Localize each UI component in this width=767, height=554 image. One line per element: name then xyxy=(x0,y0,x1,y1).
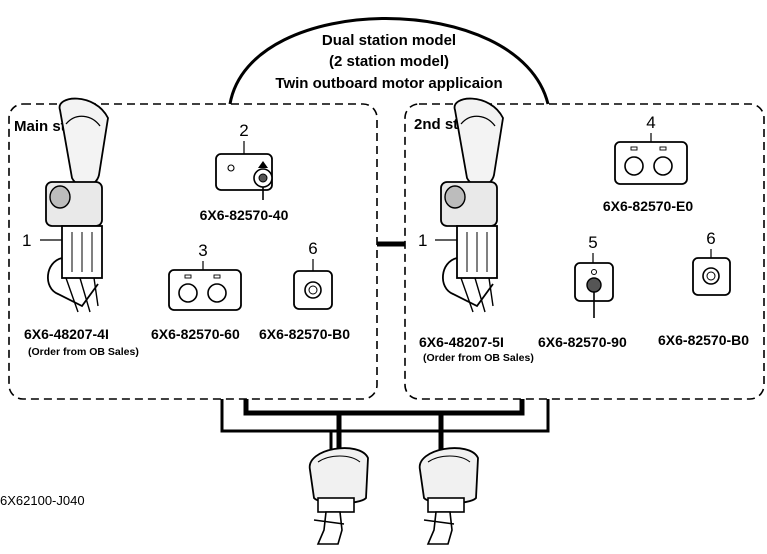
header-line-1: Dual station model xyxy=(322,32,456,49)
part-number-second-5: 6X6-82570-90 xyxy=(538,334,627,350)
outboard-motor-left-icon xyxy=(309,447,369,545)
main-switch-panel-icon xyxy=(215,153,273,200)
header-line-2: (2 station model) xyxy=(329,53,449,70)
outboard-motor-right-icon xyxy=(419,447,479,545)
header-line-3: Twin outboard motor applicaion xyxy=(275,75,502,92)
header-arch xyxy=(228,17,550,105)
part-number-second-1: 6X6-48207-5I xyxy=(419,334,504,350)
figure-code: 6X62100-J040 xyxy=(0,493,85,508)
callout-main-1: 1 xyxy=(22,231,31,250)
part-number-main-1: 6X6-48207-4I xyxy=(24,326,109,342)
outboard-cable-inner xyxy=(243,399,525,452)
part-number-second-6: 6X6-82570-B0 xyxy=(658,332,749,348)
callout-main-3: 3 xyxy=(198,241,207,260)
main-remote-control-icon xyxy=(45,97,109,313)
second-station-box xyxy=(404,103,765,400)
key-switch-panel-icon xyxy=(574,262,614,318)
callout-second-5: 5 xyxy=(588,233,597,252)
part-number-main-6: 6X6-82570-B0 xyxy=(259,326,350,342)
part-note-second-1: (Order from OB Sales) xyxy=(423,352,534,364)
single-switch-panel-icon xyxy=(293,270,333,310)
part-number-main-3: 6X6-82570-60 xyxy=(151,326,240,342)
outboard-cable-outer xyxy=(220,399,550,452)
callout-main-2: 2 xyxy=(239,121,248,140)
callout-main-6: 6 xyxy=(308,239,317,258)
callout-second-6: 6 xyxy=(706,229,715,248)
single-switch-panel-2-icon xyxy=(692,257,731,296)
dual-switch-panel-2-icon xyxy=(614,141,688,185)
dual-switch-panel-icon xyxy=(168,269,242,311)
part-number-second-4: 6X6-82570-E0 xyxy=(603,198,694,214)
callout-second-1: 1 xyxy=(418,231,427,250)
part-number-main-2: 6X6-82570-40 xyxy=(200,207,289,223)
main-station-box xyxy=(8,103,378,400)
part-note-main-1: (Order from OB Sales) xyxy=(28,346,139,358)
callout-second-4: 4 xyxy=(646,113,655,132)
second-remote-control-icon xyxy=(440,97,504,313)
